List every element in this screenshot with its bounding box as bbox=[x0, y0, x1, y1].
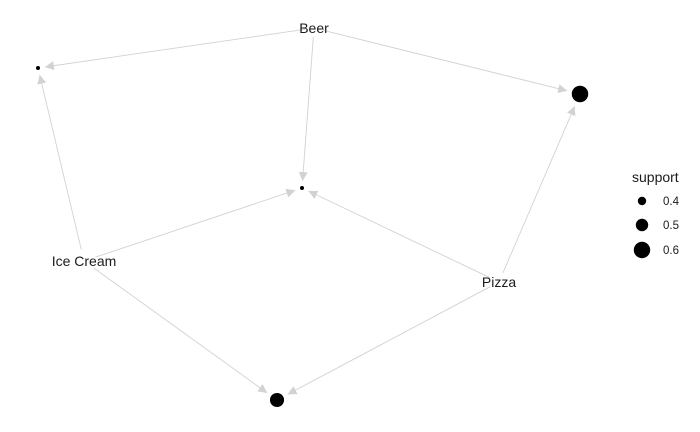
legend-entries: 0.4 0.5 0.6 bbox=[633, 196, 680, 259]
edge-icecream-to-r1 bbox=[37, 74, 82, 250]
legend-label-0.5: 0.5 bbox=[663, 220, 679, 232]
legend-key-0.4 bbox=[637, 196, 647, 206]
item-label-icecream: Ice Cream bbox=[52, 253, 117, 269]
nodes-layer bbox=[36, 66, 589, 408]
rule-node-r2 bbox=[300, 186, 304, 190]
support-legend: support 0.4 0.5 0.6 bbox=[632, 169, 680, 259]
edge-pizza-to-r3 bbox=[502, 105, 576, 273]
item-label-beer: Beer bbox=[299, 20, 329, 36]
rule-node-r3 bbox=[571, 85, 589, 103]
edge-beer-to-r1 bbox=[44, 28, 306, 71]
rule-node-r4 bbox=[269, 392, 285, 408]
edge-icecream-to-r4 bbox=[93, 267, 268, 394]
legend-label-0.6: 0.6 bbox=[663, 245, 679, 257]
edge-pizza-to-r2 bbox=[308, 190, 491, 279]
edge-beer-to-r3 bbox=[322, 29, 568, 94]
edge-beer-to-r2 bbox=[298, 36, 314, 182]
legend-key-0.5 bbox=[635, 218, 649, 232]
legend-label-0.4: 0.4 bbox=[663, 196, 680, 208]
legend-title: support bbox=[632, 169, 679, 185]
edge-pizza-to-r4 bbox=[287, 286, 491, 395]
edges-layer bbox=[37, 28, 576, 395]
edge-icecream-to-r2 bbox=[95, 188, 296, 258]
rule-node-r1 bbox=[36, 66, 40, 70]
legend-key-0.6 bbox=[633, 241, 651, 259]
item-label-pizza: Pizza bbox=[482, 274, 516, 290]
